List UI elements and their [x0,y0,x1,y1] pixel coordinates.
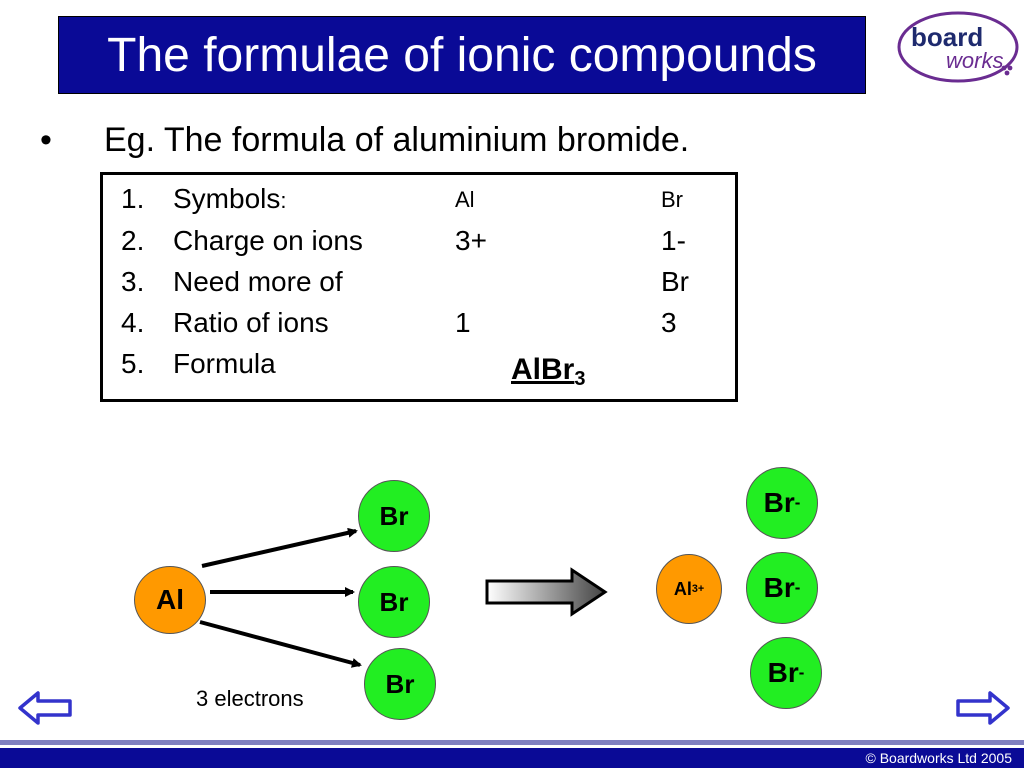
slide-title: The formulae of ionic compounds [107,29,817,82]
step-br-value: Br [661,187,683,212]
logo-works-text: works [946,48,1003,73]
copyright-text: © Boardworks Ltd 2005 [865,750,1012,766]
aluminium-atom: Al [134,566,206,634]
formula-result: AlBr3 [511,353,586,390]
step-br-value: 3 [661,307,677,338]
step-br-value: 1- [661,225,686,256]
title-banner: The formulae of ionic compounds [58,16,866,94]
step-br-value: Br [661,266,689,297]
step-label: Need more of [173,266,343,297]
reaction-arrow [485,567,608,617]
forward-arrow-icon[interactable] [954,688,1012,728]
boardworks-logo: board works [897,11,1019,83]
bromide-ion: Br- [746,552,818,624]
footer-divider [0,740,1024,745]
electrons-label: 3 electrons [196,686,304,711]
step-al-value: Al [455,187,475,212]
bullet-marker: • [40,121,52,159]
bullet-text: Eg. The formula of aluminium bromide. [104,121,690,159]
logo-board-text: board [911,22,983,52]
step-label: Formula [173,348,276,379]
step-number: 5. [121,348,145,379]
step-label: Charge on ions [173,225,363,256]
back-arrow-icon[interactable] [16,688,74,728]
step-label: Ratio of ions [173,307,329,338]
bromide-ion: Br- [750,637,822,709]
step-number: 1. [121,183,145,214]
step-al-value: 1 [455,307,471,338]
step-number: 3. [121,266,145,297]
step-number: 4. [121,307,145,338]
step-al-value: 3+ [455,225,487,256]
bromine-atom: Br [364,648,436,720]
footer-bar: © Boardworks Ltd 2005 [0,748,1024,768]
electron-arrow [199,620,362,668]
step-label: Symbols: [173,183,287,214]
bromide-ion: Br- [746,467,818,539]
step-number: 2. [121,225,145,256]
electron-arrow [201,527,358,568]
bromine-atom: Br [358,566,430,638]
steps-box: 1. Symbols: Al Br 2. Charge on ions 3+ 1… [100,172,738,402]
bromine-atom: Br [358,480,430,552]
